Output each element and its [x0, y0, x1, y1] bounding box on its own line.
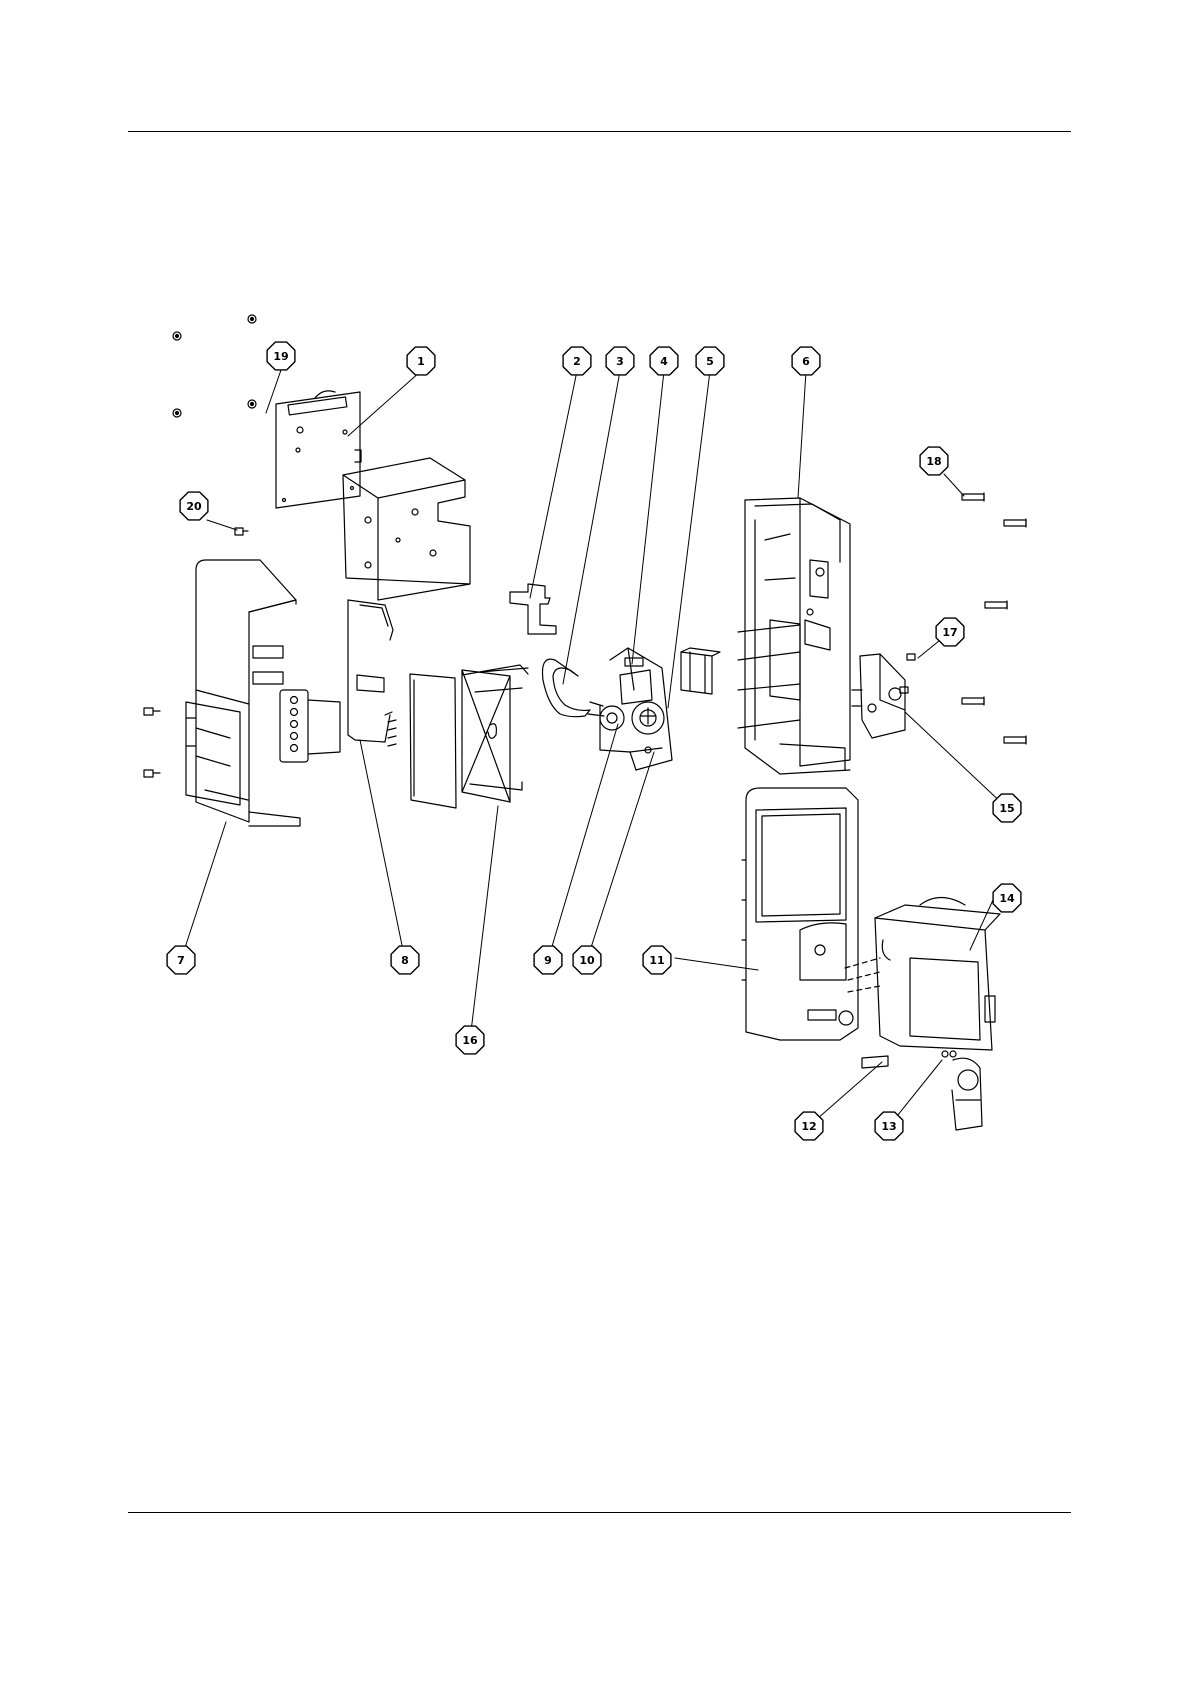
screw-icon — [235, 528, 248, 535]
callout-label: 2 — [573, 355, 581, 368]
callout-13: 13 — [875, 1112, 903, 1140]
callout-label: 16 — [462, 1034, 478, 1047]
callout-label: 6 — [802, 355, 810, 368]
callout-11: 11 — [643, 946, 671, 974]
callout-2: 2 — [563, 347, 591, 375]
callout-label: 15 — [999, 802, 1014, 815]
callout-label: 18 — [926, 455, 941, 468]
callout-label: 5 — [706, 355, 714, 368]
callout-19: 19 — [267, 342, 295, 370]
callout-label: 12 — [801, 1120, 816, 1133]
callout-label: 9 — [544, 954, 552, 967]
callout-label: 1 — [417, 355, 425, 368]
part-3-tubing — [543, 659, 605, 717]
callout-3: 3 — [606, 347, 634, 375]
callout-8: 8 — [391, 946, 419, 974]
callout-9: 9 — [534, 946, 562, 974]
callout-label: 19 — [273, 350, 288, 363]
callout-label: 4 — [660, 355, 668, 368]
leader-lines — [181, 370, 1007, 1126]
callout-1: 1 — [407, 347, 435, 375]
part-6-main-chassis — [738, 498, 850, 774]
part-2-clip — [510, 584, 556, 634]
callout-label: 13 — [881, 1120, 896, 1133]
callout-7: 7 — [167, 946, 195, 974]
part-16-display-board — [462, 665, 528, 802]
callout-15: 15 — [993, 794, 1021, 822]
callout-14: 14 — [993, 884, 1021, 912]
part-4-pump-assembly — [600, 648, 672, 770]
callout-5: 5 — [696, 347, 724, 375]
part-8-connector-cable — [280, 600, 396, 762]
callout-label: 11 — [649, 954, 664, 967]
screw-icon — [144, 708, 160, 777]
part-15-side-clamp — [852, 654, 905, 738]
part-13-knob — [942, 1051, 982, 1130]
part-1-main-board — [276, 391, 361, 508]
callout-17: 17 — [936, 618, 964, 646]
callout-label: 8 — [401, 954, 409, 967]
screw-icon — [900, 493, 1026, 744]
part-7-rear-housing — [186, 560, 300, 826]
callout-label: 10 — [579, 954, 595, 967]
callout-label: 3 — [616, 355, 624, 368]
callout-12: 12 — [795, 1112, 823, 1140]
callout-label: 17 — [942, 626, 957, 639]
part-14-recorder-module — [845, 898, 1000, 1051]
part-12-label — [862, 1056, 888, 1068]
shield-bracket — [343, 458, 470, 600]
callout-label: 20 — [186, 500, 202, 513]
nut-icon — [173, 315, 256, 417]
interface-board — [410, 674, 456, 808]
callout-label: 7 — [177, 954, 185, 967]
part-11-front-bezel — [742, 788, 858, 1040]
callout-6: 6 — [792, 347, 820, 375]
callout-10: 10 — [573, 946, 601, 974]
callout-18: 18 — [920, 447, 948, 475]
filter-block — [681, 648, 720, 694]
callout-label: 14 — [999, 892, 1015, 905]
callout-4: 4 — [650, 347, 678, 375]
callout-16: 16 — [456, 1026, 484, 1054]
callout-20: 20 — [180, 492, 208, 520]
